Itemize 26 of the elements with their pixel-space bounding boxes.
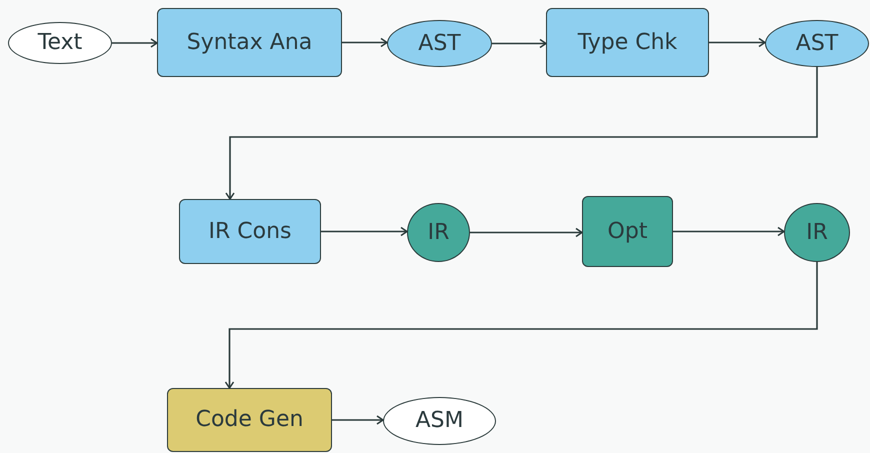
node-label: Code Gen <box>196 406 304 434</box>
node-label: AST <box>796 30 838 58</box>
arrow <box>673 226 785 236</box>
process-box <box>546 8 709 77</box>
node-label: IR <box>806 218 828 246</box>
node-label: IR <box>428 218 450 246</box>
node-label: Type Chk <box>578 28 678 56</box>
process-box <box>179 199 321 264</box>
node-label: ASM <box>416 407 464 435</box>
arrow <box>224 262 818 389</box>
node-label: AST <box>418 30 461 58</box>
process-box <box>582 196 673 267</box>
node-label: Opt <box>608 218 648 246</box>
arrow <box>225 67 818 200</box>
node-label: IR Cons <box>208 218 292 246</box>
arrow <box>492 38 547 48</box>
arrow <box>470 228 583 238</box>
process-box <box>157 8 342 77</box>
node-label: Text <box>38 29 82 57</box>
arrow <box>112 38 158 48</box>
process-box <box>167 388 332 452</box>
arrow <box>342 38 388 48</box>
arrow <box>709 38 766 48</box>
arrow <box>321 226 408 236</box>
arrow <box>332 415 384 425</box>
node-label: Syntax Ana <box>186 28 312 56</box>
